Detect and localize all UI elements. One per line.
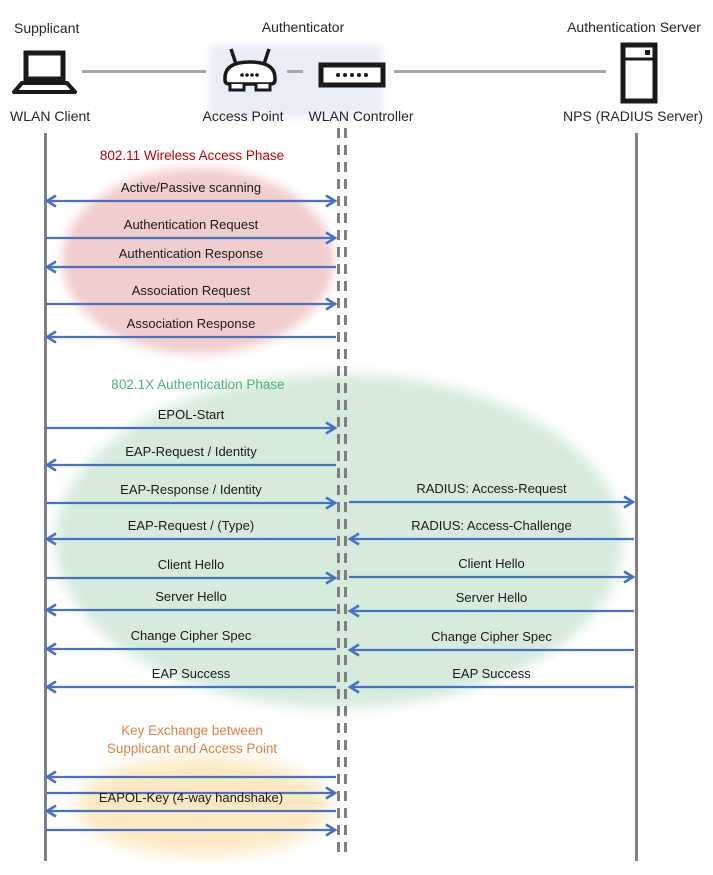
- connector-client-ap: [82, 70, 206, 73]
- message-label: Server Hello: [155, 589, 227, 604]
- message-label: Client Hello: [458, 556, 525, 571]
- message-arrow: [44, 603, 336, 617]
- device-label-access-point: Access Point: [202, 108, 284, 124]
- message-label: Authentication Request: [123, 217, 259, 232]
- message-arrow: [347, 604, 634, 618]
- lifeline-authenticator-right: [344, 128, 347, 856]
- message-arrow: [44, 194, 338, 208]
- message-arrow: [46, 823, 338, 837]
- lifeline-authentication-server: [635, 133, 638, 861]
- message-label: Association Request: [131, 283, 251, 298]
- message-arrow: [347, 643, 634, 657]
- message-arrow: [46, 786, 338, 800]
- role-label-supplicant: Supplicant: [14, 20, 80, 36]
- device-label-wlan-client: WLAN Client: [10, 108, 91, 124]
- message-arrow: [46, 421, 338, 435]
- phase-3-title: Key Exchange between Supplicant and Acce…: [106, 723, 278, 756]
- message-label: RADIUS: Access-Request: [416, 481, 567, 496]
- controller-icon: [318, 62, 386, 88]
- phase-3-ellipse: [76, 757, 330, 855]
- message-label: EAPOL-Key (4-way handshake): [98, 790, 284, 805]
- message-label: EAP-Request / (Type): [127, 518, 255, 533]
- message-label: Authentication Response: [118, 246, 264, 261]
- lifeline-supplicant: [44, 133, 47, 861]
- message-arrow: [46, 571, 338, 585]
- role-label-authenticator: Authenticator: [261, 19, 345, 35]
- message-arrow: [46, 231, 338, 245]
- message-label: EPOL-Start: [157, 407, 225, 422]
- message-label: EAP-Response / Identity: [120, 482, 262, 497]
- phase-1-ellipse: [62, 168, 334, 354]
- phase-2-title: 802.1X Authentication Phase: [111, 377, 285, 392]
- message-arrow: [44, 642, 336, 656]
- message-arrow: [44, 532, 336, 546]
- message-label: RADIUS: Access-Challenge: [411, 518, 572, 533]
- message-arrow: [46, 297, 338, 311]
- message-arrow: [44, 458, 336, 472]
- device-label-wlan-controller: WLAN Controller: [308, 108, 414, 124]
- message-arrow: [44, 804, 336, 818]
- message-arrow: [44, 330, 336, 344]
- wireless-router-icon: [223, 48, 277, 92]
- message-label: Association Response: [126, 316, 256, 331]
- phase-1-title: 802.11 Wireless Access Phase: [99, 148, 285, 163]
- message-label: Client Hello: [157, 557, 225, 572]
- laptop-icon: [12, 50, 77, 94]
- message-arrow: [44, 260, 336, 274]
- role-label-authentication-server: Authentication Server: [567, 19, 701, 35]
- message-arrow: [44, 680, 336, 694]
- message-label: EAP-Request / Identity: [125, 444, 257, 459]
- message-arrow: [347, 680, 634, 694]
- message-label: Change Cipher Spec: [130, 628, 252, 643]
- server-icon: [620, 42, 658, 104]
- message-arrow: [347, 532, 634, 546]
- message-label: EAP Success: [452, 666, 531, 681]
- message-label: Active/Passive scanning: [120, 180, 262, 195]
- lifeline-authenticator-left: [337, 128, 340, 856]
- message-label: Server Hello: [455, 590, 528, 605]
- message-arrow: [349, 495, 636, 509]
- message-arrow: [349, 570, 636, 584]
- message-label: Change Cipher Spec: [431, 629, 552, 644]
- device-label-nps-radius-server: NPS (RADIUS Server): [562, 108, 704, 124]
- message-arrow: [46, 496, 338, 510]
- message-arrow: [44, 770, 336, 784]
- connector-wlc-server: [394, 70, 606, 73]
- connector-ap-wlc: [287, 70, 303, 73]
- message-label: EAP Success: [151, 666, 231, 681]
